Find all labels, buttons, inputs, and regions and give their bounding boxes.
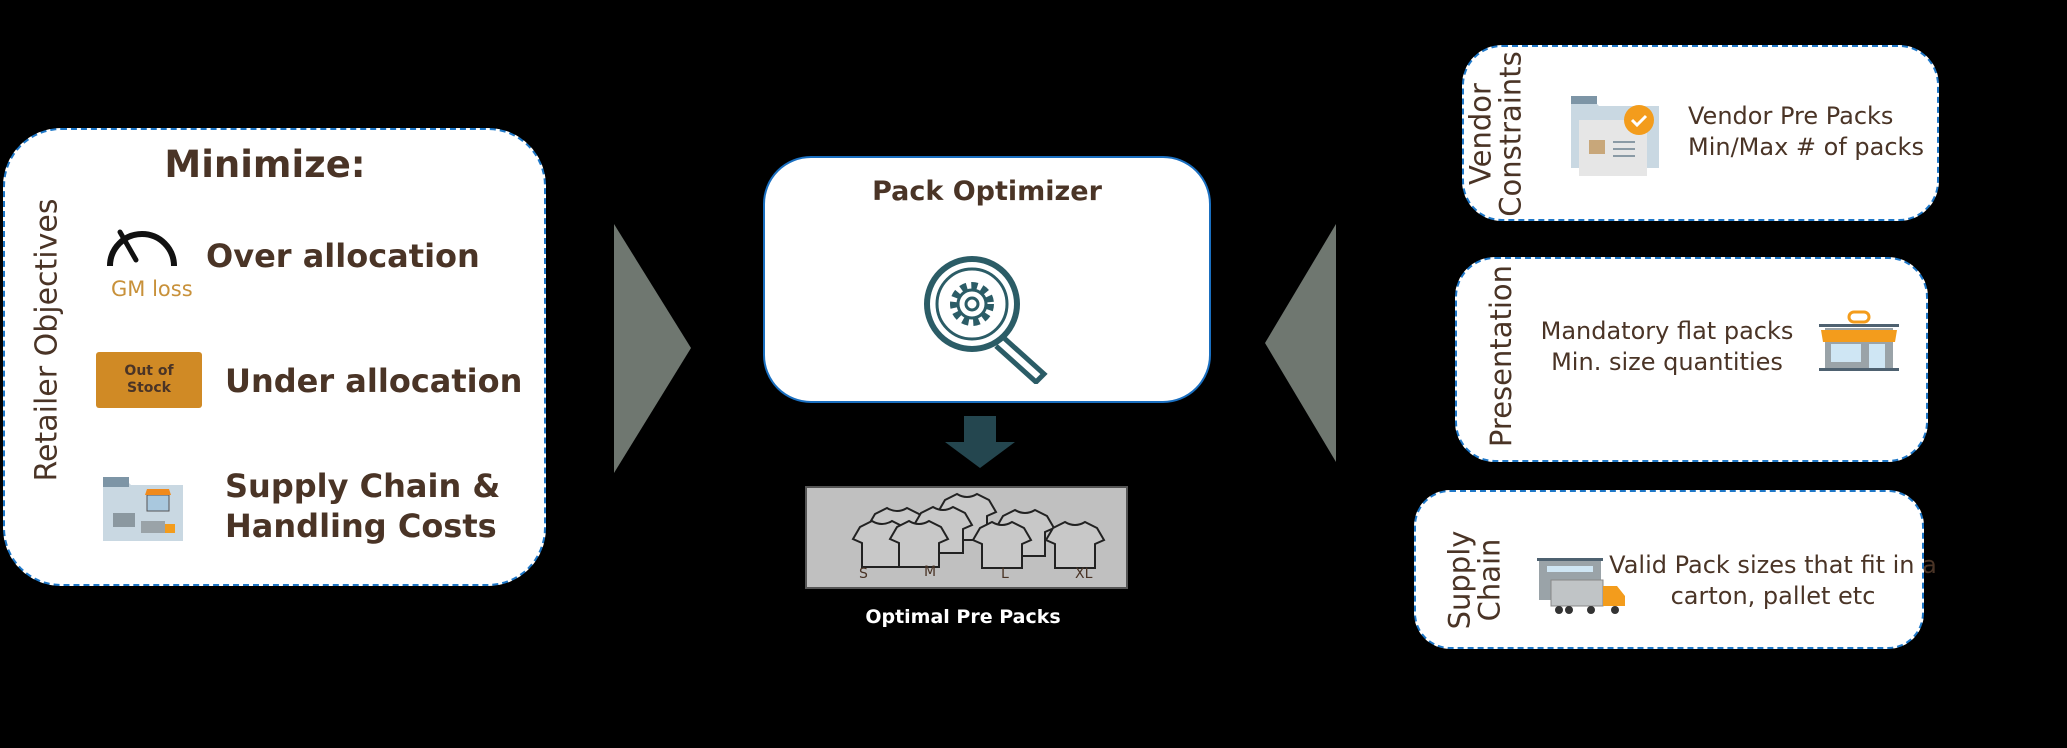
storefront-icon (1819, 310, 1899, 371)
vendor-constraints-text: Vendor Pre Packs Min/Max # of packs (1688, 101, 1924, 163)
pack-optimizer-title: Pack Optimizer (872, 176, 1102, 207)
size-label-s: S (859, 566, 868, 582)
retailer-objectives-panel (3, 128, 546, 586)
supply-chain-folder-icon (103, 477, 183, 541)
supply-chain-costs-line2: Handling Costs (225, 507, 497, 545)
vendor-label-line1: Vendor (1463, 83, 1498, 185)
supply-text-line1: Valid Pack sizes that fit in a (1609, 551, 1937, 579)
warehouse-truck-icon (1537, 558, 1625, 614)
down-arrow (945, 416, 1015, 468)
out-of-stock-sign-icon: Out of Stock (96, 352, 202, 408)
supply-chain-costs-line1: Supply Chain & (225, 467, 501, 505)
size-label-xl: XL (1075, 566, 1093, 582)
presentation-text-line1: Mandatory flat packs (1540, 317, 1794, 345)
vendor-label-line2: Constraints (1494, 51, 1528, 217)
supply-label-line1: Supply (1442, 530, 1477, 630)
gauge-icon (107, 229, 177, 267)
supply-text-line2: carton, pallet etc (1670, 582, 1876, 610)
under-allocation-label: Under allocation (225, 362, 523, 400)
optimal-pre-packs-caption: Optimal Pre Packs (865, 606, 1061, 628)
presentation-text: Mandatory flat packs Min. size quantitie… (1541, 316, 1794, 378)
out-of-stock-caption: Out of Stock (124, 363, 174, 396)
vendor-text-line1: Vendor Pre Packs (1688, 102, 1894, 130)
vendor-constraints-panel (1462, 45, 1939, 221)
presentation-label: Presentation (1483, 264, 1518, 448)
supply-chain-panel (1414, 490, 1924, 649)
vendor-folder-check-icon (1571, 96, 1659, 176)
optimal-pre-packs-image: S M L XL (805, 486, 1128, 589)
size-label-m: M (924, 564, 937, 580)
vendor-text-line2: Min/Max # of packs (1688, 133, 1924, 161)
supply-chain-label: Supply Chain (1442, 530, 1507, 630)
presentation-text-line2: Min. size quantities (1551, 348, 1783, 376)
over-allocation-label: Over allocation (206, 237, 480, 275)
pack-optimizer-panel (763, 156, 1211, 403)
supply-chain-costs-label: Supply Chain & Handling Costs (225, 466, 500, 546)
retailer-objectives-label: Retailer Objectives (29, 198, 65, 482)
left-pointing-arrow (1265, 224, 1336, 462)
gm-loss-caption: GM loss (111, 277, 193, 301)
size-label-l: L (1001, 566, 1009, 582)
magnifier-gear-icon (924, 256, 1048, 384)
supply-chain-text: Valid Pack sizes that fit in a carton, p… (1609, 550, 1937, 612)
right-pointing-arrow (614, 224, 691, 473)
supply-label-line2: Chain (1473, 538, 1507, 622)
minimize-heading: Minimize: (164, 143, 366, 186)
vendor-constraints-label: Vendor Constraints (1463, 51, 1528, 217)
